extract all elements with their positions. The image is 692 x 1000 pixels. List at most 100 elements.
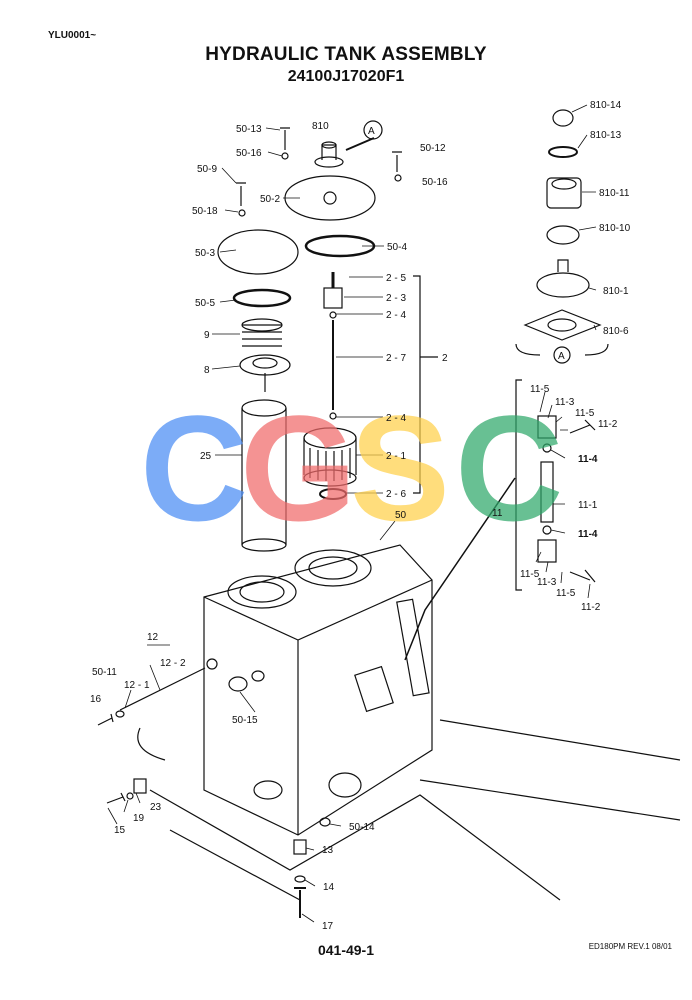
plug-50-15a: [228, 676, 248, 692]
part-12-boss: [206, 658, 218, 670]
callout-a-bottom: A: [558, 351, 565, 362]
callout-50-16a: 50-16: [236, 148, 262, 159]
callout-11-2b: 11-2: [581, 602, 601, 613]
bolt-15: [106, 792, 126, 804]
callout-50-15: 50-15: [232, 715, 258, 726]
callout-50: 50: [395, 510, 407, 521]
group-2-bracket: [413, 275, 438, 494]
callout-16: 16: [90, 694, 102, 705]
strainer-25-body: [241, 408, 287, 545]
part-810-11-top: [551, 178, 577, 190]
tank-port-left-inner: [239, 581, 285, 603]
callout-810-6: 810-6: [603, 326, 629, 337]
watermark-letter-s: S: [350, 384, 450, 552]
part-810-13: [548, 146, 578, 158]
washer-2-4b: [329, 412, 337, 420]
callout-19: 19: [133, 813, 145, 824]
part-11-1: [540, 461, 554, 523]
page-number: 041-49-1: [317, 942, 375, 958]
tank-50-edges: [203, 579, 433, 835]
bolt-16: [97, 713, 114, 726]
leader-lines: [107, 104, 597, 923]
callout-9: 9: [204, 330, 210, 341]
nipple-13: [293, 839, 307, 855]
callout-12: 12: [147, 632, 159, 643]
callout-810-13: 810-13: [590, 130, 622, 141]
callout-810: 810: [312, 121, 329, 132]
tank-side-plate: [354, 665, 394, 713]
bolt-50-13: [280, 127, 290, 150]
callout-17: 17: [322, 921, 334, 932]
callout-50-13: 50-13: [236, 124, 262, 135]
callout-12-2: 12 - 2: [160, 658, 186, 669]
tank-50-body: [203, 544, 433, 836]
part-810-11: [546, 177, 582, 209]
revision-note: ED180PM REV.1 08/01: [588, 942, 672, 951]
gasket-50-3: [217, 229, 299, 275]
plug-17: [294, 887, 306, 918]
cap-810-base: [314, 156, 344, 168]
part-11-3a: [537, 415, 557, 439]
callout-11-5d: 11-5: [556, 588, 576, 599]
washer-50-16a: [281, 152, 289, 160]
callout-a-bottom-circle: [553, 346, 571, 364]
frame-lines: [149, 719, 681, 901]
watermark-letter-g: G: [240, 384, 357, 552]
callout-2-6: 2 - 6: [386, 489, 406, 500]
level-switch-12: [119, 667, 206, 761]
tank-port-right-inner: [308, 556, 358, 580]
callout-12-1: 12 - 1: [124, 680, 150, 691]
valve-8-inner: [252, 357, 278, 369]
washer-2-4a: [329, 311, 337, 319]
callout-2-3: 2 - 3: [386, 293, 406, 304]
cover-23: [133, 778, 147, 794]
callout-2-1: 2 - 1: [386, 451, 406, 462]
callout-810-11: 810-11: [599, 188, 630, 199]
diagram-drawing: [97, 109, 681, 918]
part-callouts: 50-13 810 A 50-12 50-16 50-16 50-9 50-2 …: [90, 100, 631, 932]
plug-50-15b: [251, 670, 265, 682]
callout-50-2: 50-2: [260, 194, 280, 205]
callout-11-5b: 11-5: [575, 408, 595, 419]
part-11-2b: [569, 569, 596, 583]
washer-50-11: [115, 710, 125, 718]
callout-11: 11: [492, 508, 503, 519]
callout-2-4b: 2 - 4: [386, 413, 406, 424]
watermark: C G S C: [140, 384, 563, 552]
callout-11-2a: 11-2: [598, 419, 618, 430]
callout-2-7: 2 - 7: [386, 353, 406, 364]
part-810-1-stem: [557, 259, 569, 272]
callout-50-18: 50-18: [192, 206, 218, 217]
callout-50-9: 50-9: [197, 164, 217, 175]
callout-11-3b: 11-3: [537, 577, 557, 588]
level-gauge-on-tank: [396, 598, 430, 697]
spring-9-top: [241, 318, 283, 332]
callout-2-5: 2 - 5: [386, 273, 406, 284]
washer-19: [126, 792, 134, 800]
callout-810-1: 810-1: [603, 286, 629, 297]
callout-11-3a: 11-3: [555, 397, 575, 408]
washer-50-16b: [394, 174, 402, 182]
arrow-a-top: [345, 137, 375, 151]
callout-810-10: 810-10: [599, 223, 631, 234]
callout-50-14: 50-14: [349, 822, 375, 833]
washer-14: [294, 875, 306, 883]
cap-810-top: [321, 141, 337, 149]
part-number: 24100J17020F1: [287, 68, 405, 85]
callout-2: 2: [442, 353, 448, 364]
callout-13: 13: [322, 845, 334, 856]
plug-50-14: [319, 817, 331, 827]
nut-2-3: [323, 287, 343, 309]
document-code: YLU0001~: [48, 30, 97, 41]
callout-2-4a: 2 - 4: [386, 310, 406, 321]
o-ring-50-5: [232, 288, 292, 308]
part-11-4a: [542, 443, 552, 453]
watermark-letter-c1: C: [140, 384, 248, 552]
callout-a-top-circle: [363, 120, 383, 140]
callout-23: 23: [150, 802, 162, 813]
part-810-14: [552, 109, 574, 127]
bolt-50-9: [236, 182, 246, 206]
callout-50-16b: 50-16: [422, 177, 448, 188]
page-title: HYDRAULIC TANK ASSEMBLY: [205, 44, 487, 65]
filter-2-1-bottom: [303, 469, 357, 487]
